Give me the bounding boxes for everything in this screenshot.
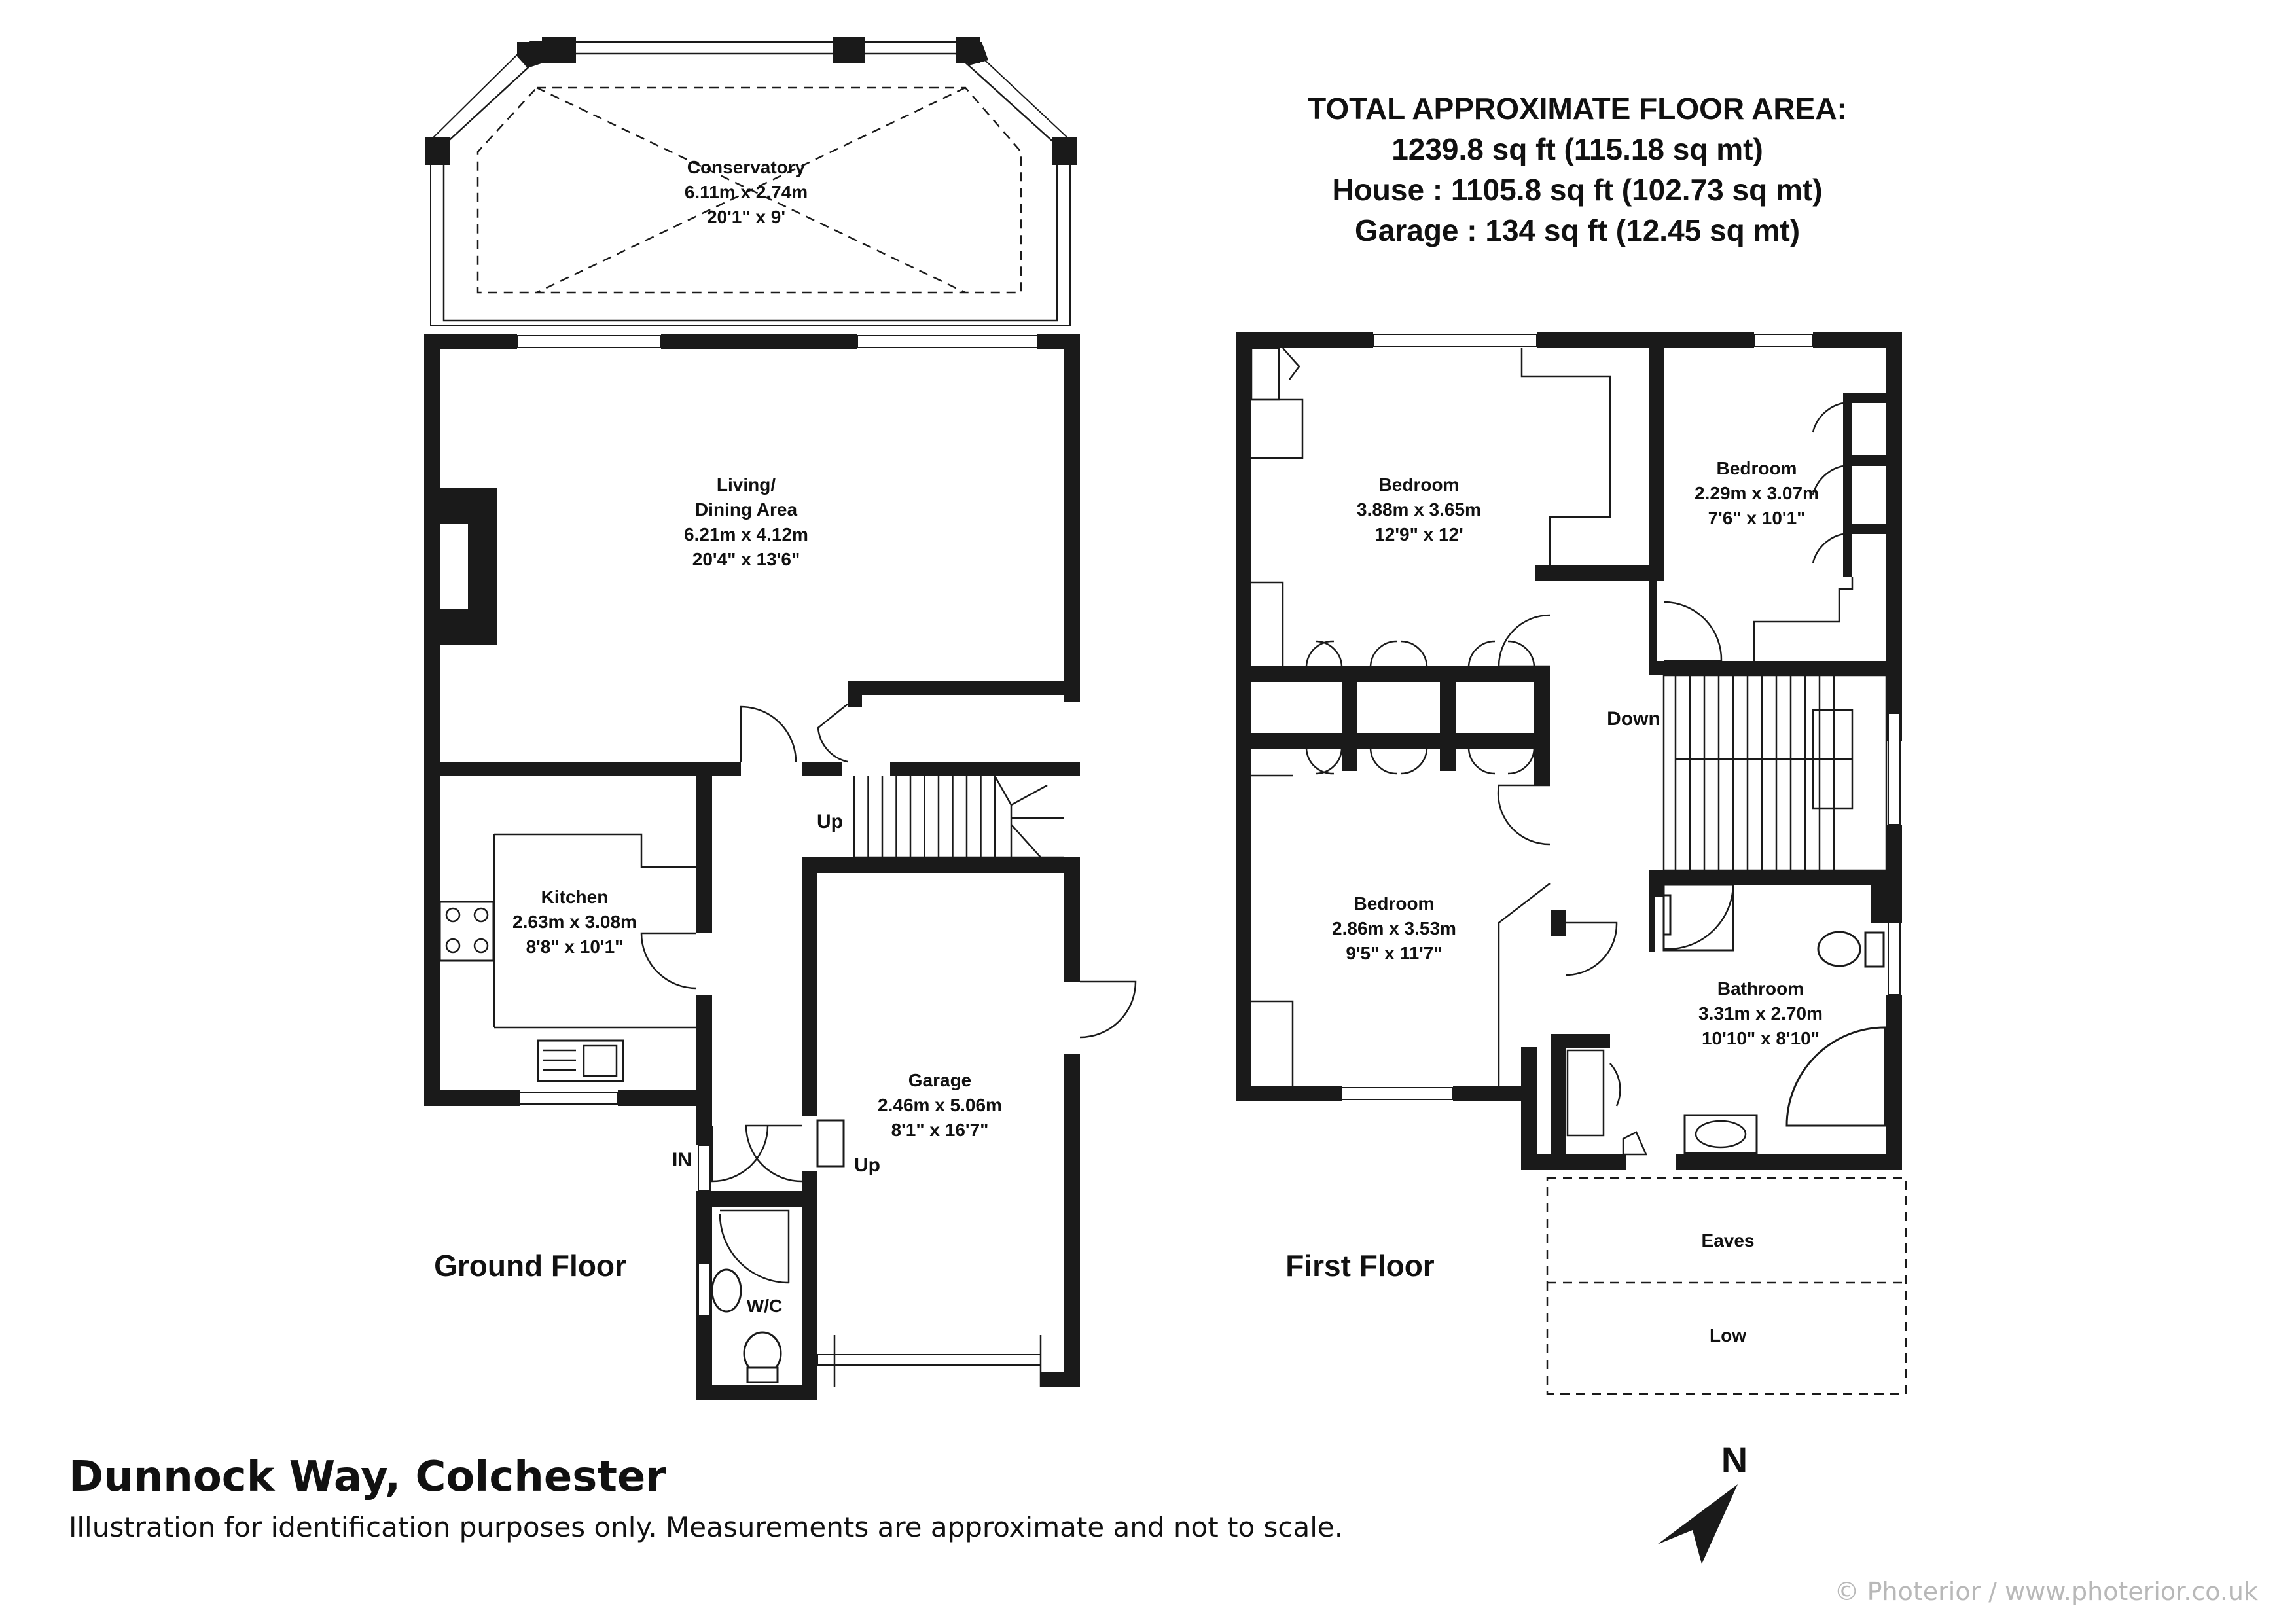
living-label: Living/ Dining Area 6.21m x 4.12m 20'4" … (684, 474, 808, 569)
room-metric: 3.31m x 2.70m (1698, 1003, 1823, 1024)
first-floor-label: First Floor (1285, 1249, 1435, 1283)
eaves-label: Eaves (1702, 1230, 1755, 1251)
kitchen-walls (424, 776, 712, 1106)
ground-floor-label: Ground Floor (434, 1249, 626, 1283)
first-floor-plan (1236, 332, 1907, 1395)
summary-heading: TOTAL APPROXIMATE FLOOR AREA: (1308, 92, 1847, 126)
hall-stairs (853, 776, 1064, 859)
room-imperial: 9'5" x 11'7" (1346, 943, 1442, 963)
room-name: Kitchen (541, 887, 609, 907)
wc-label: W/C (747, 1296, 782, 1316)
room-name: Bedroom (1717, 458, 1797, 478)
conservatory-walls (425, 37, 1077, 326)
room-imperial: 7'6" x 10'1" (1708, 508, 1806, 528)
summary-garage: Garage : 134 sq ft (12.45 sq mt) (1355, 213, 1800, 247)
conservatory-label: Conservatory 6.11m x 2.74m 20'1" x 9' (685, 157, 808, 227)
room-name: Conservatory (687, 157, 806, 177)
compass-north-label: N (1721, 1439, 1748, 1480)
bathroom-label: Bathroom 3.31m x 2.70m 10'10" x 8'10" (1698, 978, 1823, 1048)
room-imperial: 20'4" x 13'6" (692, 549, 800, 569)
room-name: Garage (908, 1070, 972, 1090)
room-metric: 3.88m x 3.65m (1357, 499, 1481, 520)
room-imperial: 10'10" x 8'10" (1702, 1028, 1820, 1048)
compass: N (1657, 1439, 1748, 1564)
bedroom1-label: Bedroom 3.88m x 3.65m 12'9" x 12' (1357, 474, 1481, 544)
entrance-label: IN (672, 1149, 692, 1171)
room-imperial: 20'1" x 9' (707, 207, 785, 227)
ground-floor-plan (424, 37, 1137, 1400)
room-metric: 6.11m x 2.74m (685, 182, 808, 202)
room-name-line2: Dining Area (695, 499, 798, 520)
room-name: Bedroom (1379, 474, 1460, 495)
stairs-up-label: Up (817, 811, 843, 832)
room-imperial: 12'9" x 12' (1374, 524, 1463, 544)
room-name: Bedroom (1354, 893, 1435, 914)
entrance-wc-walls (696, 1106, 817, 1400)
room-metric: 2.86m x 3.53m (1332, 918, 1456, 938)
north-arrow-icon (1657, 1484, 1738, 1564)
summary-total: 1239.8 sq ft (115.18 sq mt) (1391, 132, 1763, 166)
living-dining-walls (424, 334, 1080, 1106)
disclaimer: Illustration for identification purposes… (69, 1511, 1343, 1543)
summary-house: House : 1105.8 sq ft (102.73 sq mt) (1332, 173, 1822, 207)
room-imperial: 8'8" x 10'1" (526, 936, 624, 957)
garage-label: Garage 2.46m x 5.06m 8'1" x 16'7" (878, 1070, 1002, 1140)
bedroom2-label: Bedroom 2.29m x 3.07m 7'6" x 10'1" (1695, 458, 1819, 528)
room-metric: 6.21m x 4.12m (684, 524, 808, 544)
kitchen-label: Kitchen 2.63m x 3.08m 8'8" x 10'1" (512, 887, 637, 957)
room-metric: 2.29m x 3.07m (1695, 483, 1819, 503)
garage-walls (802, 857, 1137, 1387)
room-name: Living/ (717, 474, 776, 495)
garage-up-label: Up (854, 1154, 880, 1176)
stairs-down-label: Down (1607, 708, 1660, 730)
bedroom3-label: Bedroom 2.86m x 3.53m 9'5" x 11'7" (1332, 893, 1456, 963)
room-metric: 2.63m x 3.08m (512, 912, 637, 932)
room-metric: 2.46m x 5.06m (878, 1095, 1002, 1115)
address-title: Dunnock Way, Colchester (69, 1453, 666, 1501)
summary-block: TOTAL APPROXIMATE FLOOR AREA: 1239.8 sq … (1308, 92, 1847, 247)
room-name: Bathroom (1717, 978, 1804, 999)
copyright-notice: © Photerior / www.photerior.co.uk (1835, 1577, 2258, 1606)
room-imperial: 8'1" x 16'7" (891, 1120, 989, 1140)
low-label: Low (1710, 1325, 1746, 1346)
